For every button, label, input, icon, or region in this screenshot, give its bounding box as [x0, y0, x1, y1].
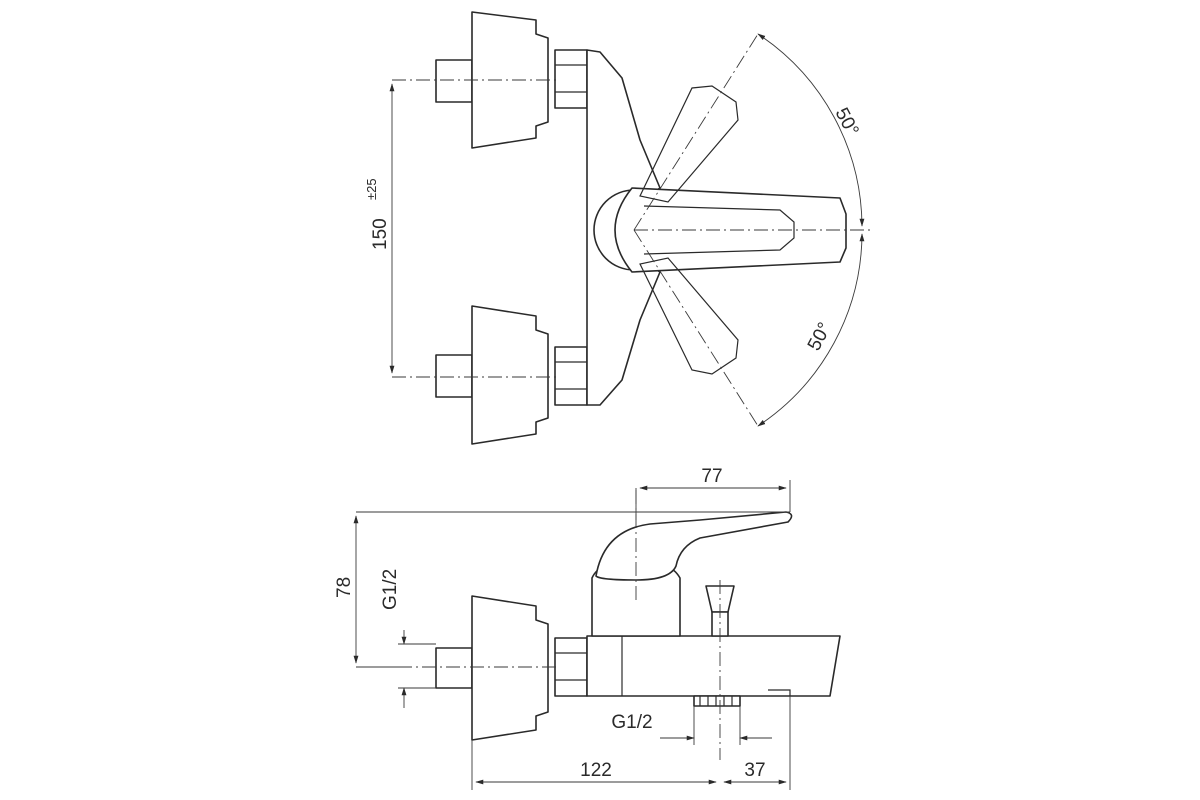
angle-arc-upper — [757, 33, 865, 227]
projection-label: 122 — [580, 760, 612, 781]
top-view: 50° 50° 150 ±25 — [364, 11, 870, 445]
inlet-thread-label: G1/2 — [380, 569, 401, 610]
lever-side — [591, 490, 793, 637]
lever-rotated-upper — [639, 85, 739, 203]
handle-length-label: 77 — [701, 466, 722, 487]
spout-offset-label: 37 — [744, 760, 765, 781]
angle-arc-lower — [757, 233, 865, 427]
spacing-label: 150 — [370, 218, 391, 250]
outlet-thread-label: G1/2 — [611, 712, 652, 733]
diverter-knob — [705, 580, 735, 760]
lever-rotated-lower — [639, 257, 739, 375]
upper-eccentric-connector — [392, 11, 588, 149]
mixer-body-side — [586, 635, 841, 707]
lever-axis-lower — [633, 229, 759, 427]
angle-label-upper: 50° — [831, 104, 863, 139]
height-label: 78 — [334, 577, 355, 598]
outlet-thread-ring — [693, 695, 741, 707]
lever-axis-upper — [633, 33, 759, 231]
side-eccentric-connector — [435, 595, 588, 741]
lower-eccentric-connector — [392, 305, 588, 445]
side-view: G1/2 78 77 G1/2 122 37 — [334, 466, 841, 790]
spacing-tolerance: ±25 — [364, 178, 379, 200]
